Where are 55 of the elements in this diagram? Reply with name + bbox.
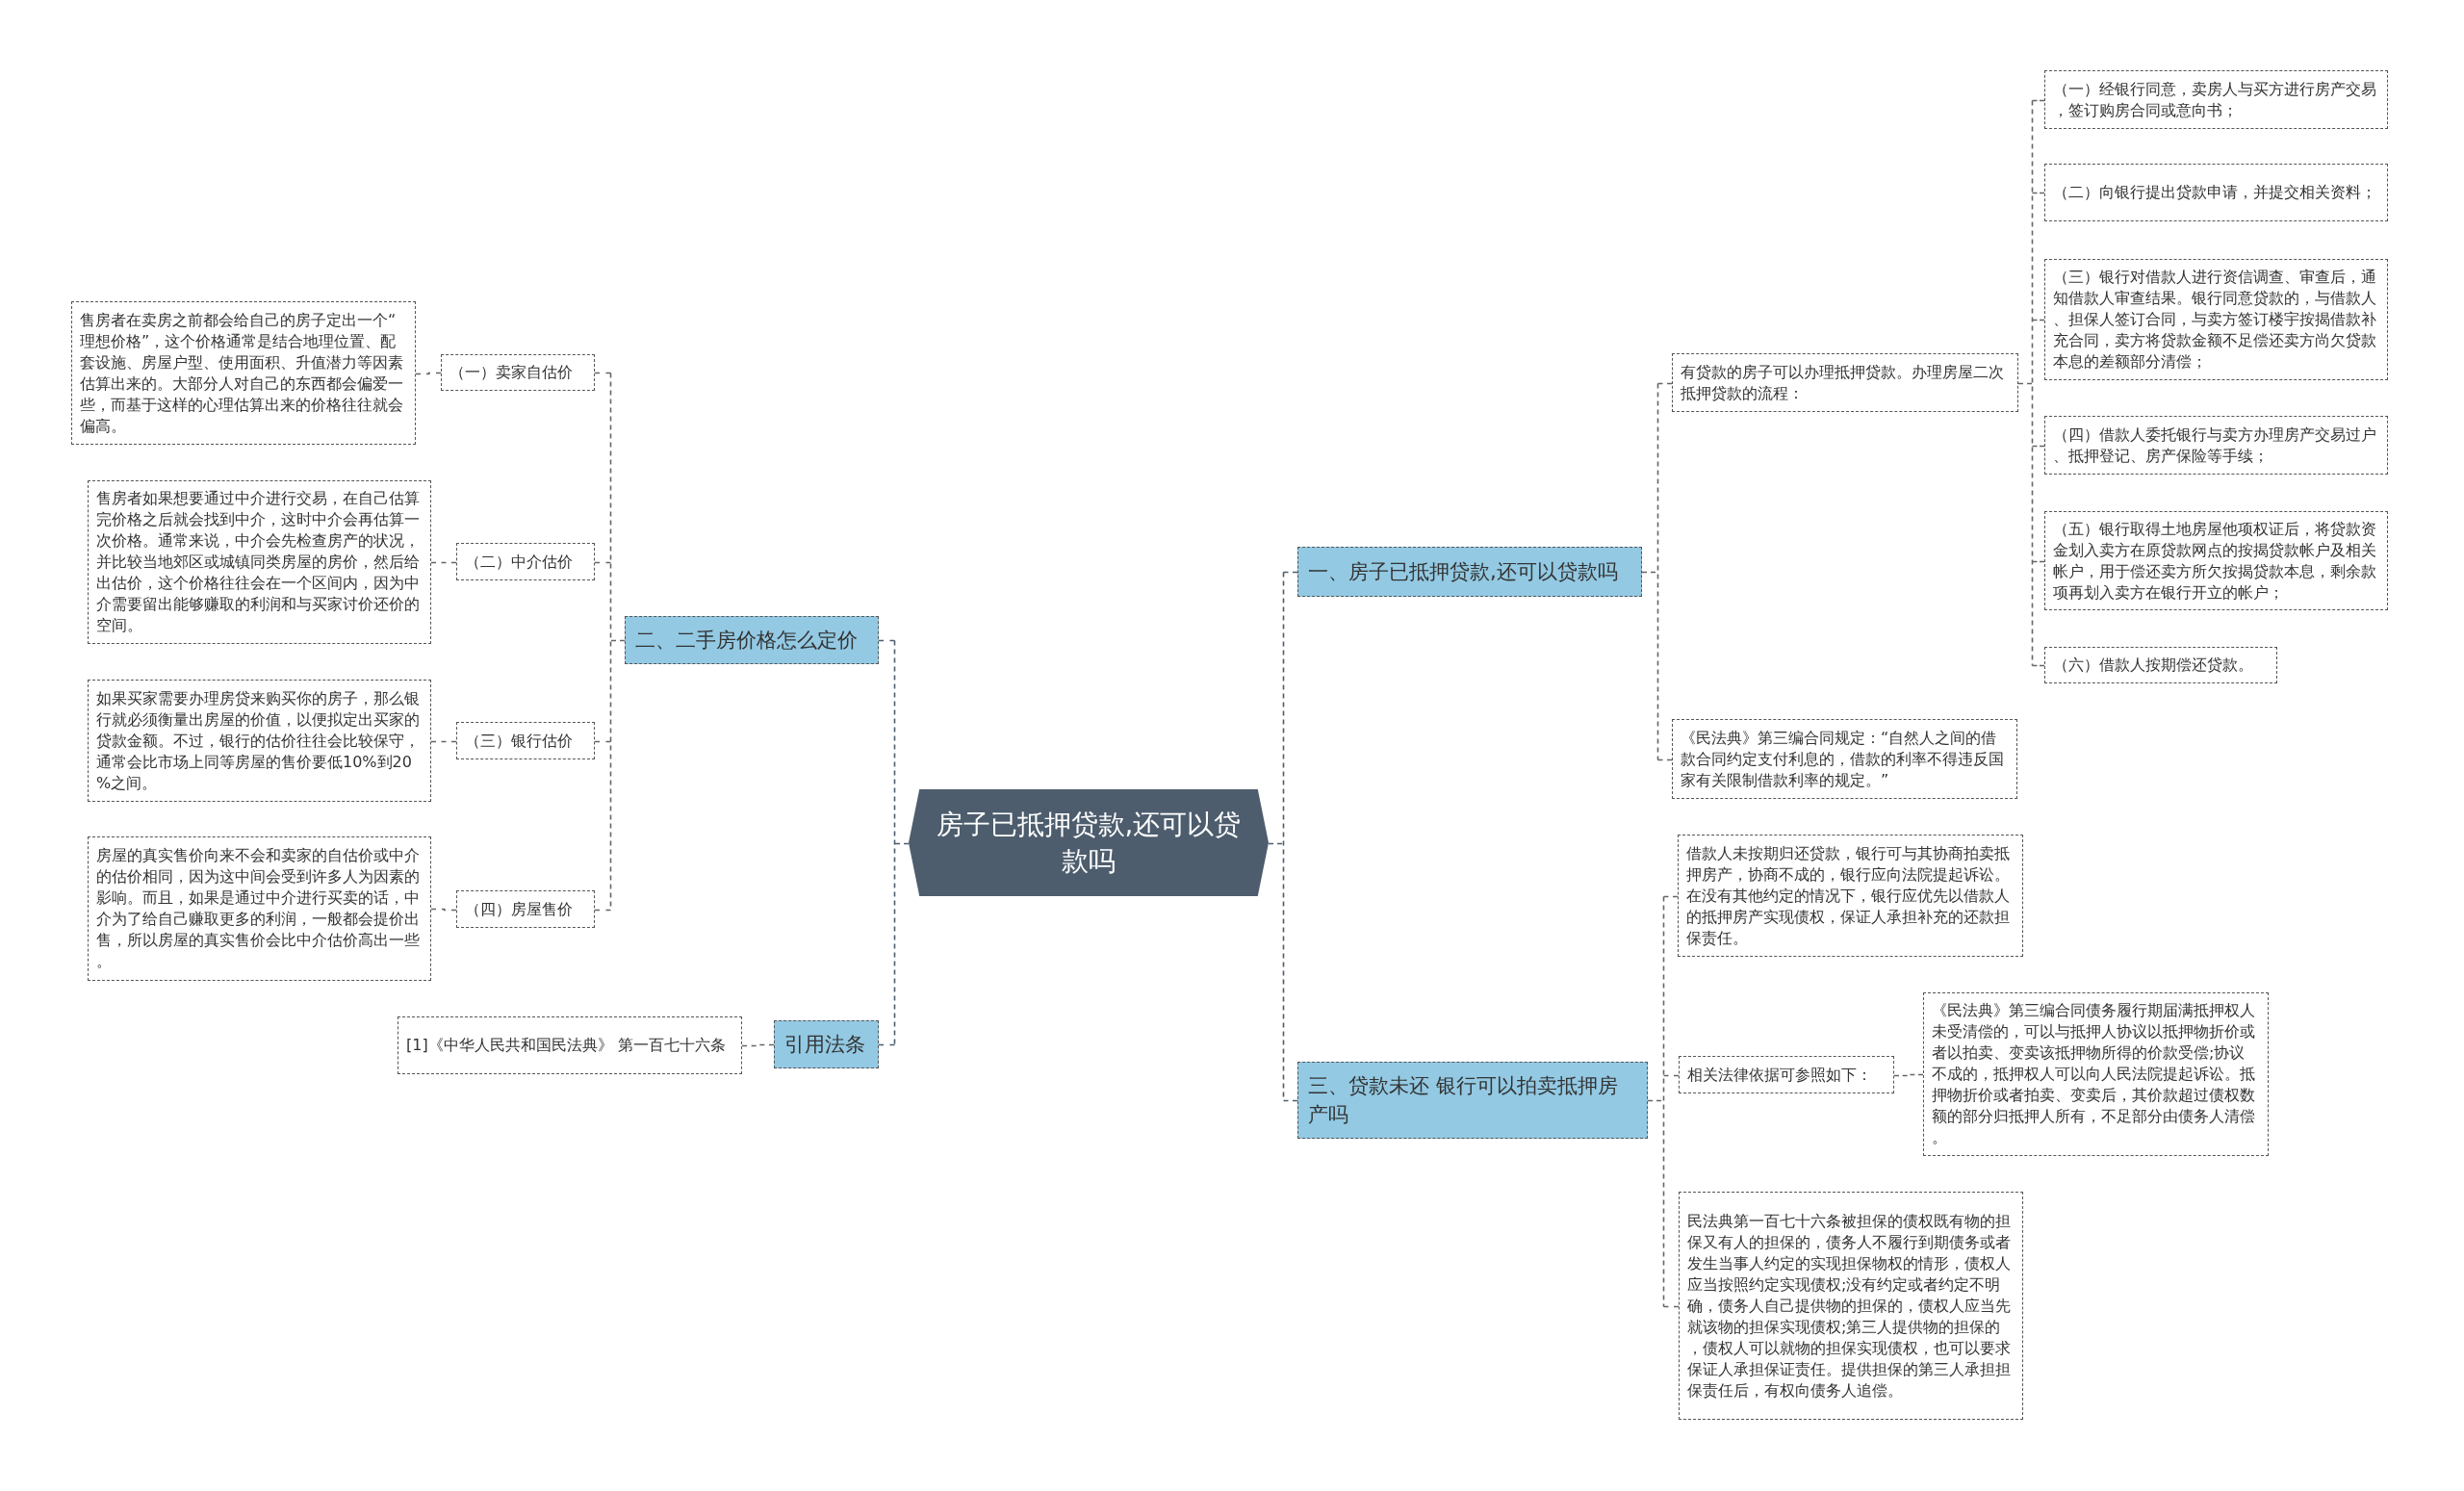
connector-line bbox=[878, 1043, 896, 1046]
connector-line bbox=[2031, 99, 2045, 102]
connector-line bbox=[878, 639, 896, 642]
note-box: （五）银行取得土地房屋他项权证后，将贷款资金划入卖方在原贷款网点的按揭贷款帐户及相关帐户，用于偿还卖方所欠按揭贷款本息，剩余款项再划入卖方在银行开立的帐户； bbox=[2044, 511, 2388, 610]
topic-box: 一、房子已抵押贷款,还可以贷款吗 bbox=[1297, 547, 1642, 597]
connector-line bbox=[2031, 664, 2045, 667]
connector-line bbox=[1641, 382, 1659, 761]
connector-line bbox=[430, 908, 457, 912]
connector-line bbox=[1656, 758, 1673, 761]
subtopic-box: （三）银行估价 bbox=[456, 722, 595, 759]
connector-line bbox=[1893, 1073, 1924, 1077]
connector-line bbox=[430, 740, 457, 743]
connector-line bbox=[1662, 895, 1679, 898]
subtopic-box: （六）借款人按期偿还贷款。 bbox=[2044, 647, 2277, 683]
connector-line bbox=[1662, 1305, 1680, 1308]
connector-line bbox=[2031, 560, 2045, 563]
note-box: 有贷款的房子可以办理抵押贷款。办理房屋二次抵押贷款的流程： bbox=[1672, 353, 2018, 412]
central-topic-hexagon: 房子已抵押贷款,还可以贷款吗 bbox=[909, 789, 1269, 896]
connector-line bbox=[2031, 192, 2045, 194]
topic-box: 引用法条 bbox=[774, 1020, 879, 1068]
note-box: 借款人未按期归还贷款，银行可与其协商拍卖抵押房产，协商不成的，银行应向法院提起诉讼。在没有其他约定的情况下，银行应优先以借款人的抵押房产实现债权，保证人承担补充的还款担保责任。 bbox=[1678, 835, 2023, 957]
note-box: 售房者如果想要通过中介进行交易，在自己估算完价格之后就会找到中介，这时中介会再估算一次价格。通常来说，中介会先检查房产的状况，并比较当地郊区或城镇同类房屋的房价，然后给出估价，这个价格往往会在一个区间内，因为中介需要留出能够赚取的利润和与买家讨价还价的空间。 bbox=[88, 480, 431, 644]
connector-line bbox=[741, 1043, 775, 1047]
note-box: （一）经银行同意，卖房人与买方进行房产交易，签订购房合同或意向书； bbox=[2044, 70, 2388, 129]
connector-line bbox=[594, 372, 612, 374]
connector-line bbox=[1662, 1074, 1680, 1077]
note-box: 《民法典》第三编合同规定：“自然人之间的借款合同约定支付利息的，借款的利率不得违反国家有关限制借款利率的规定。” bbox=[1672, 719, 2017, 799]
connector-line bbox=[430, 561, 457, 564]
connector-line bbox=[1282, 1099, 1298, 1102]
note-box: 《民法典》第三编合同债务履行期届满抵押权人未受清偿的，可以与抵押人协议以抵押物折价或者以拍卖、变卖该抵押物所得的价款受偿;协议不成的，抵押权人可以向人民法院提起诉讼。抵押物折价或者拍卖、变卖后，其价款超过债权数额的部分归抵押人所有，不足部分由债务人清偿。 bbox=[1923, 992, 2269, 1156]
note-box: 房屋的真实售价向来不会和卖家的自估价或中介的估价相同，因为这中间会受到许多人为因素的影响。而且，如果是通过中介进行买卖的话，中介为了给自己赚取更多的利润，一般都会提价出售，所以房屋的真实售价会比中介估价高出一些。 bbox=[88, 836, 431, 981]
note-box: [1]《中华人民共和国民法典》 第一百七十六条 bbox=[398, 1016, 742, 1074]
connector-line bbox=[1282, 571, 1298, 574]
connector-line bbox=[594, 740, 612, 743]
topic-box: 二、二手房价格怎么定价 bbox=[625, 616, 879, 664]
connector-line bbox=[2017, 99, 2034, 667]
connector-line bbox=[2031, 445, 2045, 448]
subtopic-box: （二）中介估价 bbox=[456, 543, 595, 580]
note-box: （四）借款人委托银行与卖方办理房产交易过户、抵押登记、房产保险等手续； bbox=[2044, 416, 2388, 475]
subtopic-box: （一）卖家自估价 bbox=[441, 354, 595, 391]
connector-line bbox=[415, 372, 442, 375]
connector-line bbox=[1656, 382, 1673, 385]
note-box: 如果买家需要办理房贷来购买你的房子，那么银行就必须衡量出房屋的价值，以便拟定出买家的贷款金额。不过，银行的估价往往会比较保守，通常会比市场上同等房屋的售价要低10%到20%之间。 bbox=[88, 680, 431, 802]
subtopic-box: （四）房屋售价 bbox=[456, 890, 595, 928]
connector-line bbox=[594, 561, 612, 564]
note-box: （三）银行对借款人进行资信调查、审查后，通知借款人审查结果。银行同意贷款的，与借款人、担保人签订合同，与卖方签订楼宇按揭借款补充合同，卖方将贷款金额不足偿还卖方尚欠贷款本息的差额部分清偿； bbox=[2044, 259, 2388, 380]
connector-line bbox=[2031, 319, 2045, 321]
note-box: 民法典第一百七十六条被担保的债权既有物的担保又有人的担保的，债务人不履行到期债务或者发生当事人约定的实现担保物权的情形，债权人应当按照约定实现债权;没有约定或者约定不明确，债务人自己提供物的担保的，债权人应当先就该物的担保实现债权;第三人提供物的担保的，债权人可以就物的担保实现债权，也可以要求保证人承担保证责任。提供担保的第三人承担担保责任后，有权向债务人追偿。 bbox=[1679, 1192, 2023, 1420]
connector-line bbox=[1647, 895, 1665, 1308]
connector-line bbox=[893, 639, 910, 1046]
note-box: 售房者在卖房之前都会给自己的房子定出一个“理想价格”，这个价格通常是结合地理位置、配套设施、房屋户型、使用面积、升值潜力等因素估算出来的。大部分人对自己的东西都会偏爱一些，而基于这样的心理估算出来的价格往往就会偏高。 bbox=[71, 301, 416, 445]
connector-line bbox=[594, 909, 612, 912]
subtopic-box: 相关法律依据可参照如下： bbox=[1679, 1056, 1894, 1093]
topic-box: 三、贷款未还 银行可以拍卖抵押房产吗 bbox=[1297, 1062, 1648, 1139]
note-box: （二）向银行提出贷款申请，并提交相关资料； bbox=[2044, 164, 2388, 221]
